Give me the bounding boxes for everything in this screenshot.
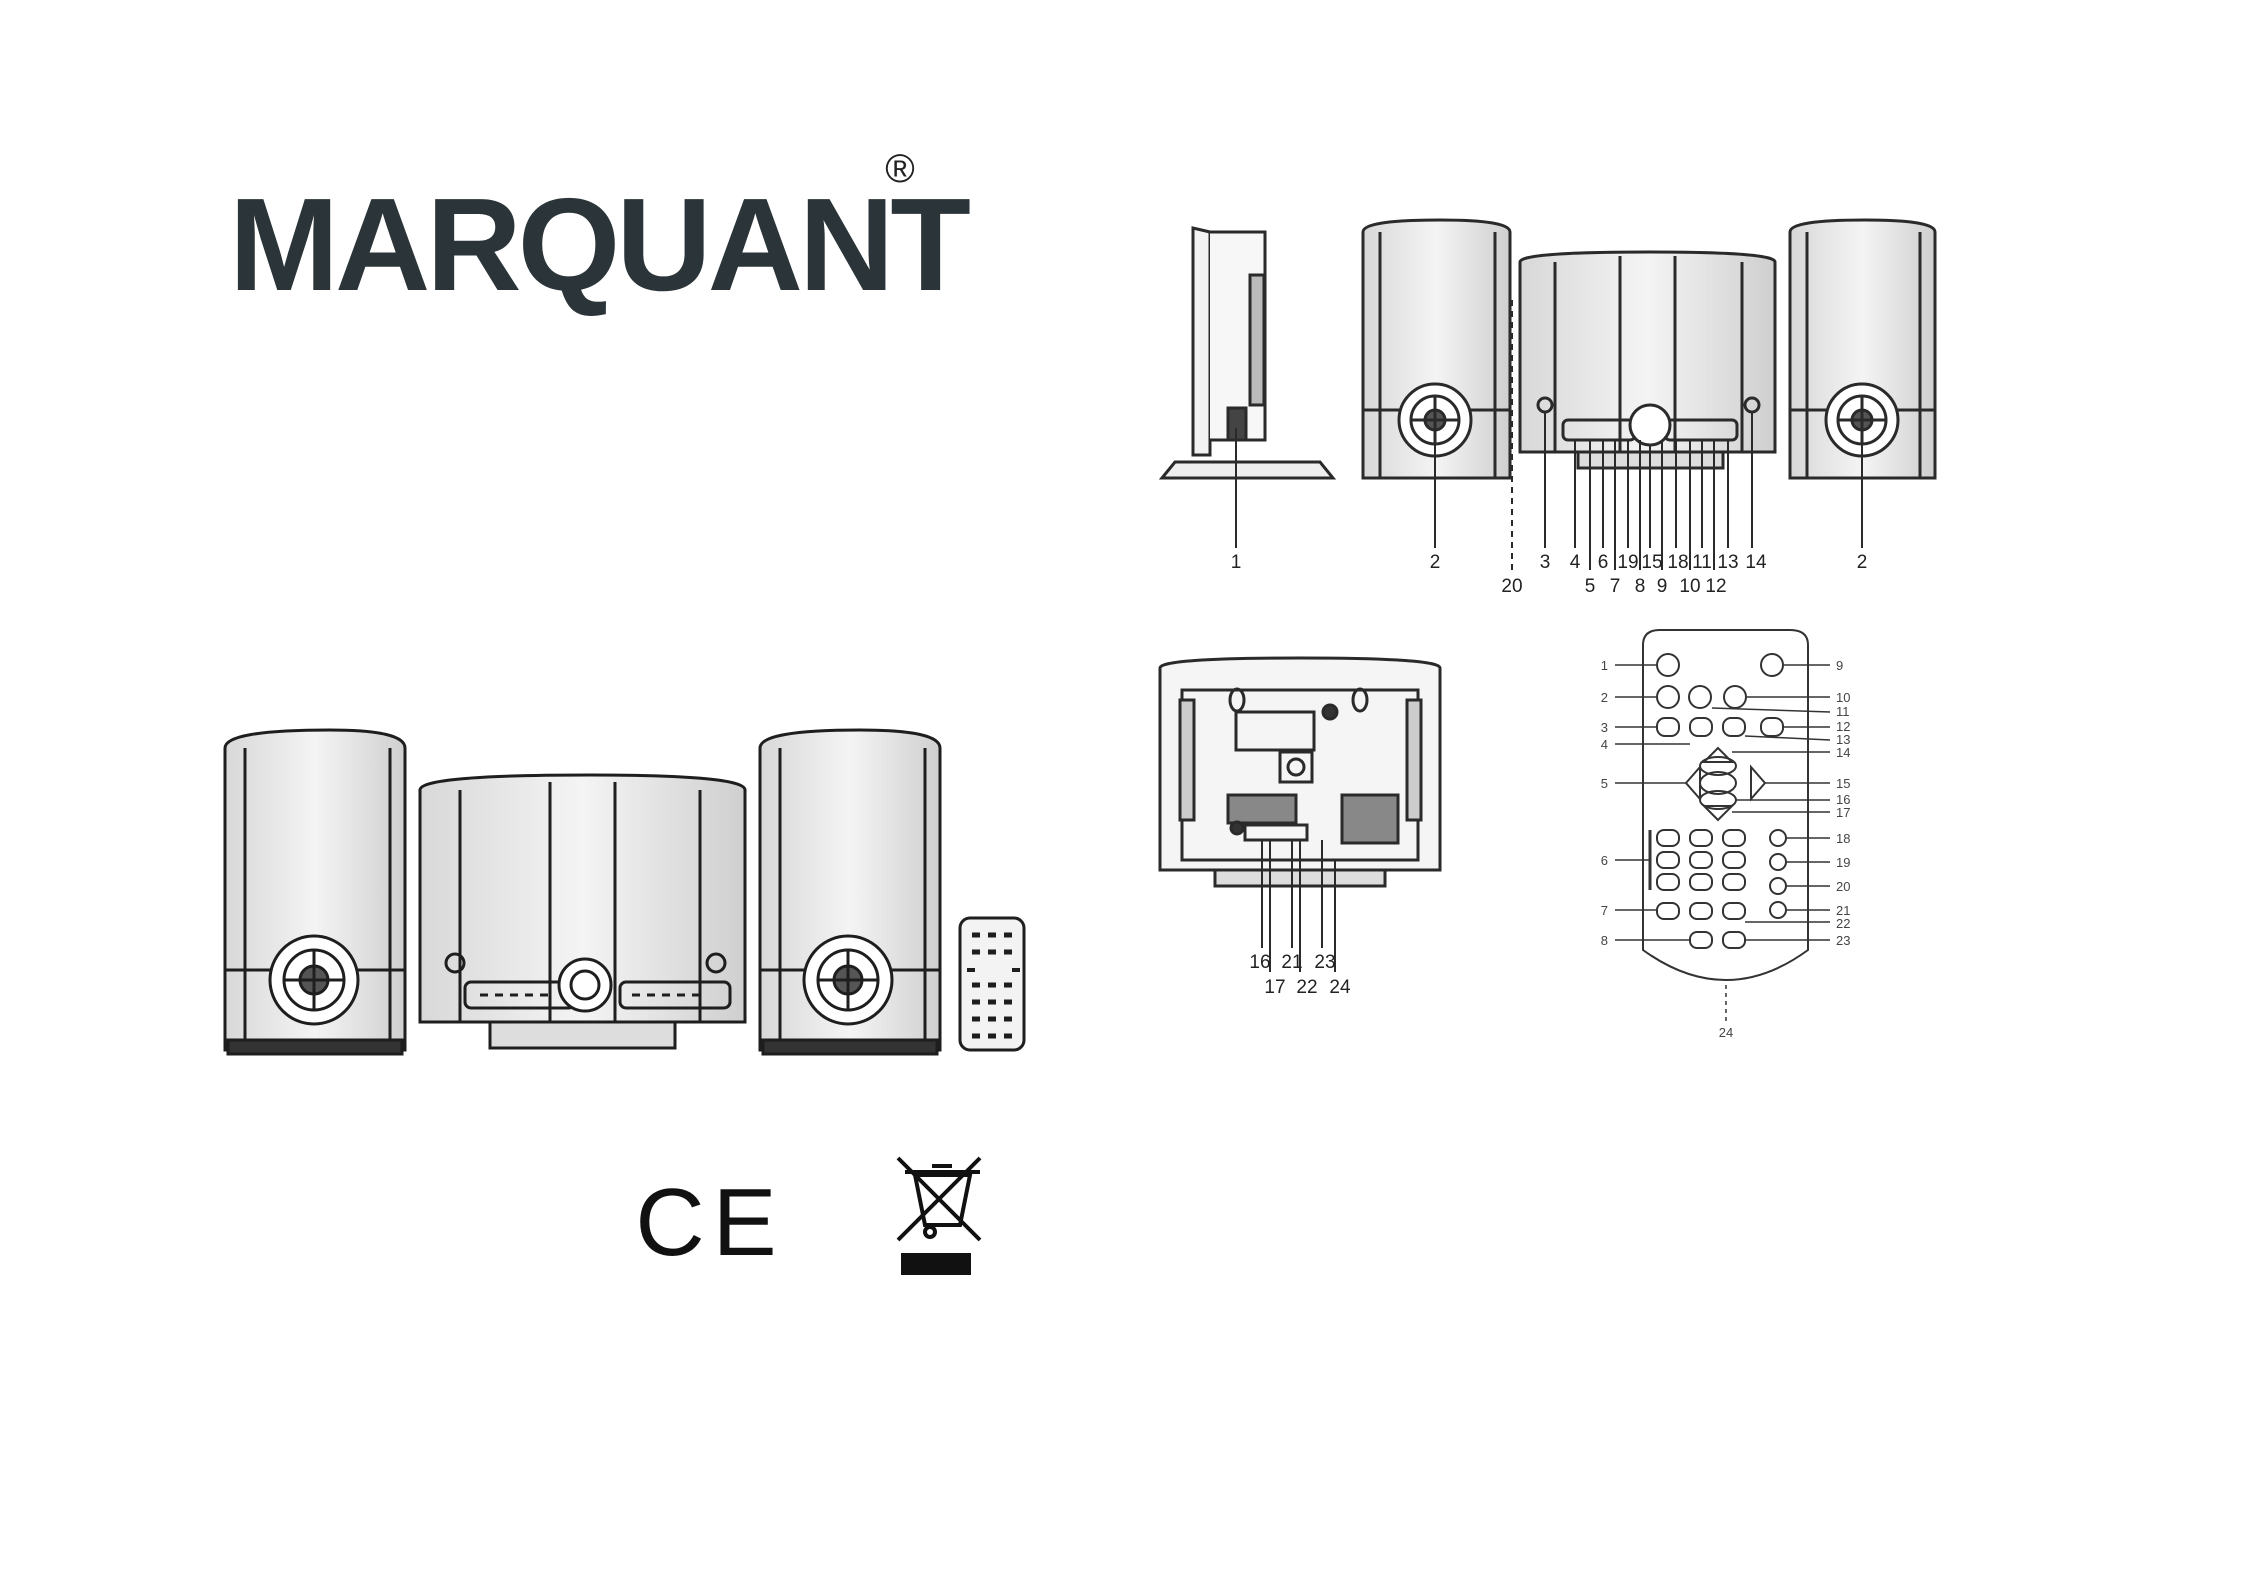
- remote-callout-18: 18: [1836, 831, 1850, 846]
- remote-callout-6: 6: [1601, 853, 1608, 868]
- rear-callout-24: 24: [1329, 977, 1351, 998]
- remote-callout-19: 19: [1836, 855, 1850, 870]
- remote-callout-14: 14: [1836, 745, 1850, 760]
- front-callout-15: 15: [1641, 552, 1662, 573]
- front-callout-2-right: 2: [1857, 552, 1868, 573]
- front-callout-numbers: 1 2 3 4 6 19 15 18 11 13 14 2 20 5 7 8 9…: [1231, 552, 1868, 597]
- front-callout-19: 19: [1617, 552, 1638, 573]
- front-callout-6: 6: [1598, 552, 1609, 573]
- front-callout-9: 9: [1657, 576, 1668, 597]
- left-speaker: [225, 730, 405, 1054]
- front-callout-11: 11: [1692, 552, 1712, 573]
- front-right-speaker: [1790, 220, 1935, 478]
- remote-number-pad: [1650, 830, 1786, 948]
- brand-logo: MARQUANT ®: [229, 147, 970, 318]
- rear-callout-16: 16: [1249, 952, 1270, 973]
- rear-callout-23: 23: [1314, 952, 1335, 973]
- remote-callout-15: 15: [1836, 776, 1850, 791]
- remote-callout-9: 9: [1836, 658, 1843, 673]
- front-callout-8: 8: [1635, 576, 1646, 597]
- remote-callout-22: 22: [1836, 916, 1850, 931]
- remote-callout-5: 5: [1601, 776, 1608, 791]
- front-callout-18: 18: [1667, 552, 1688, 573]
- front-callout-14: 14: [1745, 552, 1767, 573]
- rear-callout-17: 17: [1264, 977, 1285, 998]
- front-callout-20: 20: [1501, 576, 1522, 597]
- remote-callout-1: 1: [1601, 658, 1608, 673]
- front-callout-4: 4: [1570, 552, 1581, 573]
- rear-view-diagram: [1160, 658, 1440, 972]
- remote-callout-20: 20: [1836, 879, 1850, 894]
- remote-callout-2: 2: [1601, 690, 1608, 705]
- right-speaker: [760, 730, 940, 1054]
- crossed-out-wheelie-bin-icon: [898, 1158, 980, 1273]
- product-illustration: [225, 730, 1024, 1054]
- remote-callout-23: 23: [1836, 933, 1850, 948]
- remote-callout-10: 10: [1836, 690, 1850, 705]
- front-callout-7: 7: [1610, 576, 1621, 597]
- rear-callout-22: 22: [1296, 977, 1317, 998]
- remote-callout-11: 11: [1836, 704, 1850, 719]
- remote-callout-8: 8: [1601, 933, 1608, 948]
- remote-callout-17: 17: [1836, 805, 1850, 820]
- front-callout-10: 10: [1679, 576, 1700, 597]
- remote-callout-3: 3: [1601, 720, 1608, 735]
- front-callout-3: 3: [1540, 552, 1551, 573]
- front-callout-5: 5: [1585, 576, 1596, 597]
- remote-diagram: [1615, 630, 1830, 1022]
- front-center-unit: [1520, 252, 1775, 468]
- registered-mark: ®: [885, 147, 914, 191]
- rear-callout-21: 21: [1281, 952, 1302, 973]
- remote-callout-numbers: 1 2 3 4 5 6 7 8 9 10 11 12 13 14 15 16 1…: [1601, 658, 1851, 1040]
- front-callout-2-left: 2: [1430, 552, 1441, 573]
- certification-marks: CE: [635, 1158, 980, 1276]
- remote-callout-4: 4: [1601, 737, 1608, 752]
- front-callout-13: 13: [1717, 552, 1738, 573]
- remote-callout-7: 7: [1601, 903, 1608, 918]
- brand-name: MARQUANT: [229, 171, 970, 318]
- small-remote-illustration: [960, 918, 1024, 1050]
- ce-mark: CE: [635, 1169, 784, 1276]
- front-callout-1: 1: [1231, 552, 1242, 573]
- front-view-diagram: [1162, 220, 1935, 570]
- center-unit: [420, 775, 745, 1048]
- remote-callout-24: 24: [1719, 1025, 1733, 1040]
- front-callout-12: 12: [1705, 576, 1726, 597]
- front-left-speaker: [1363, 220, 1510, 478]
- side-profile: [1162, 228, 1333, 478]
